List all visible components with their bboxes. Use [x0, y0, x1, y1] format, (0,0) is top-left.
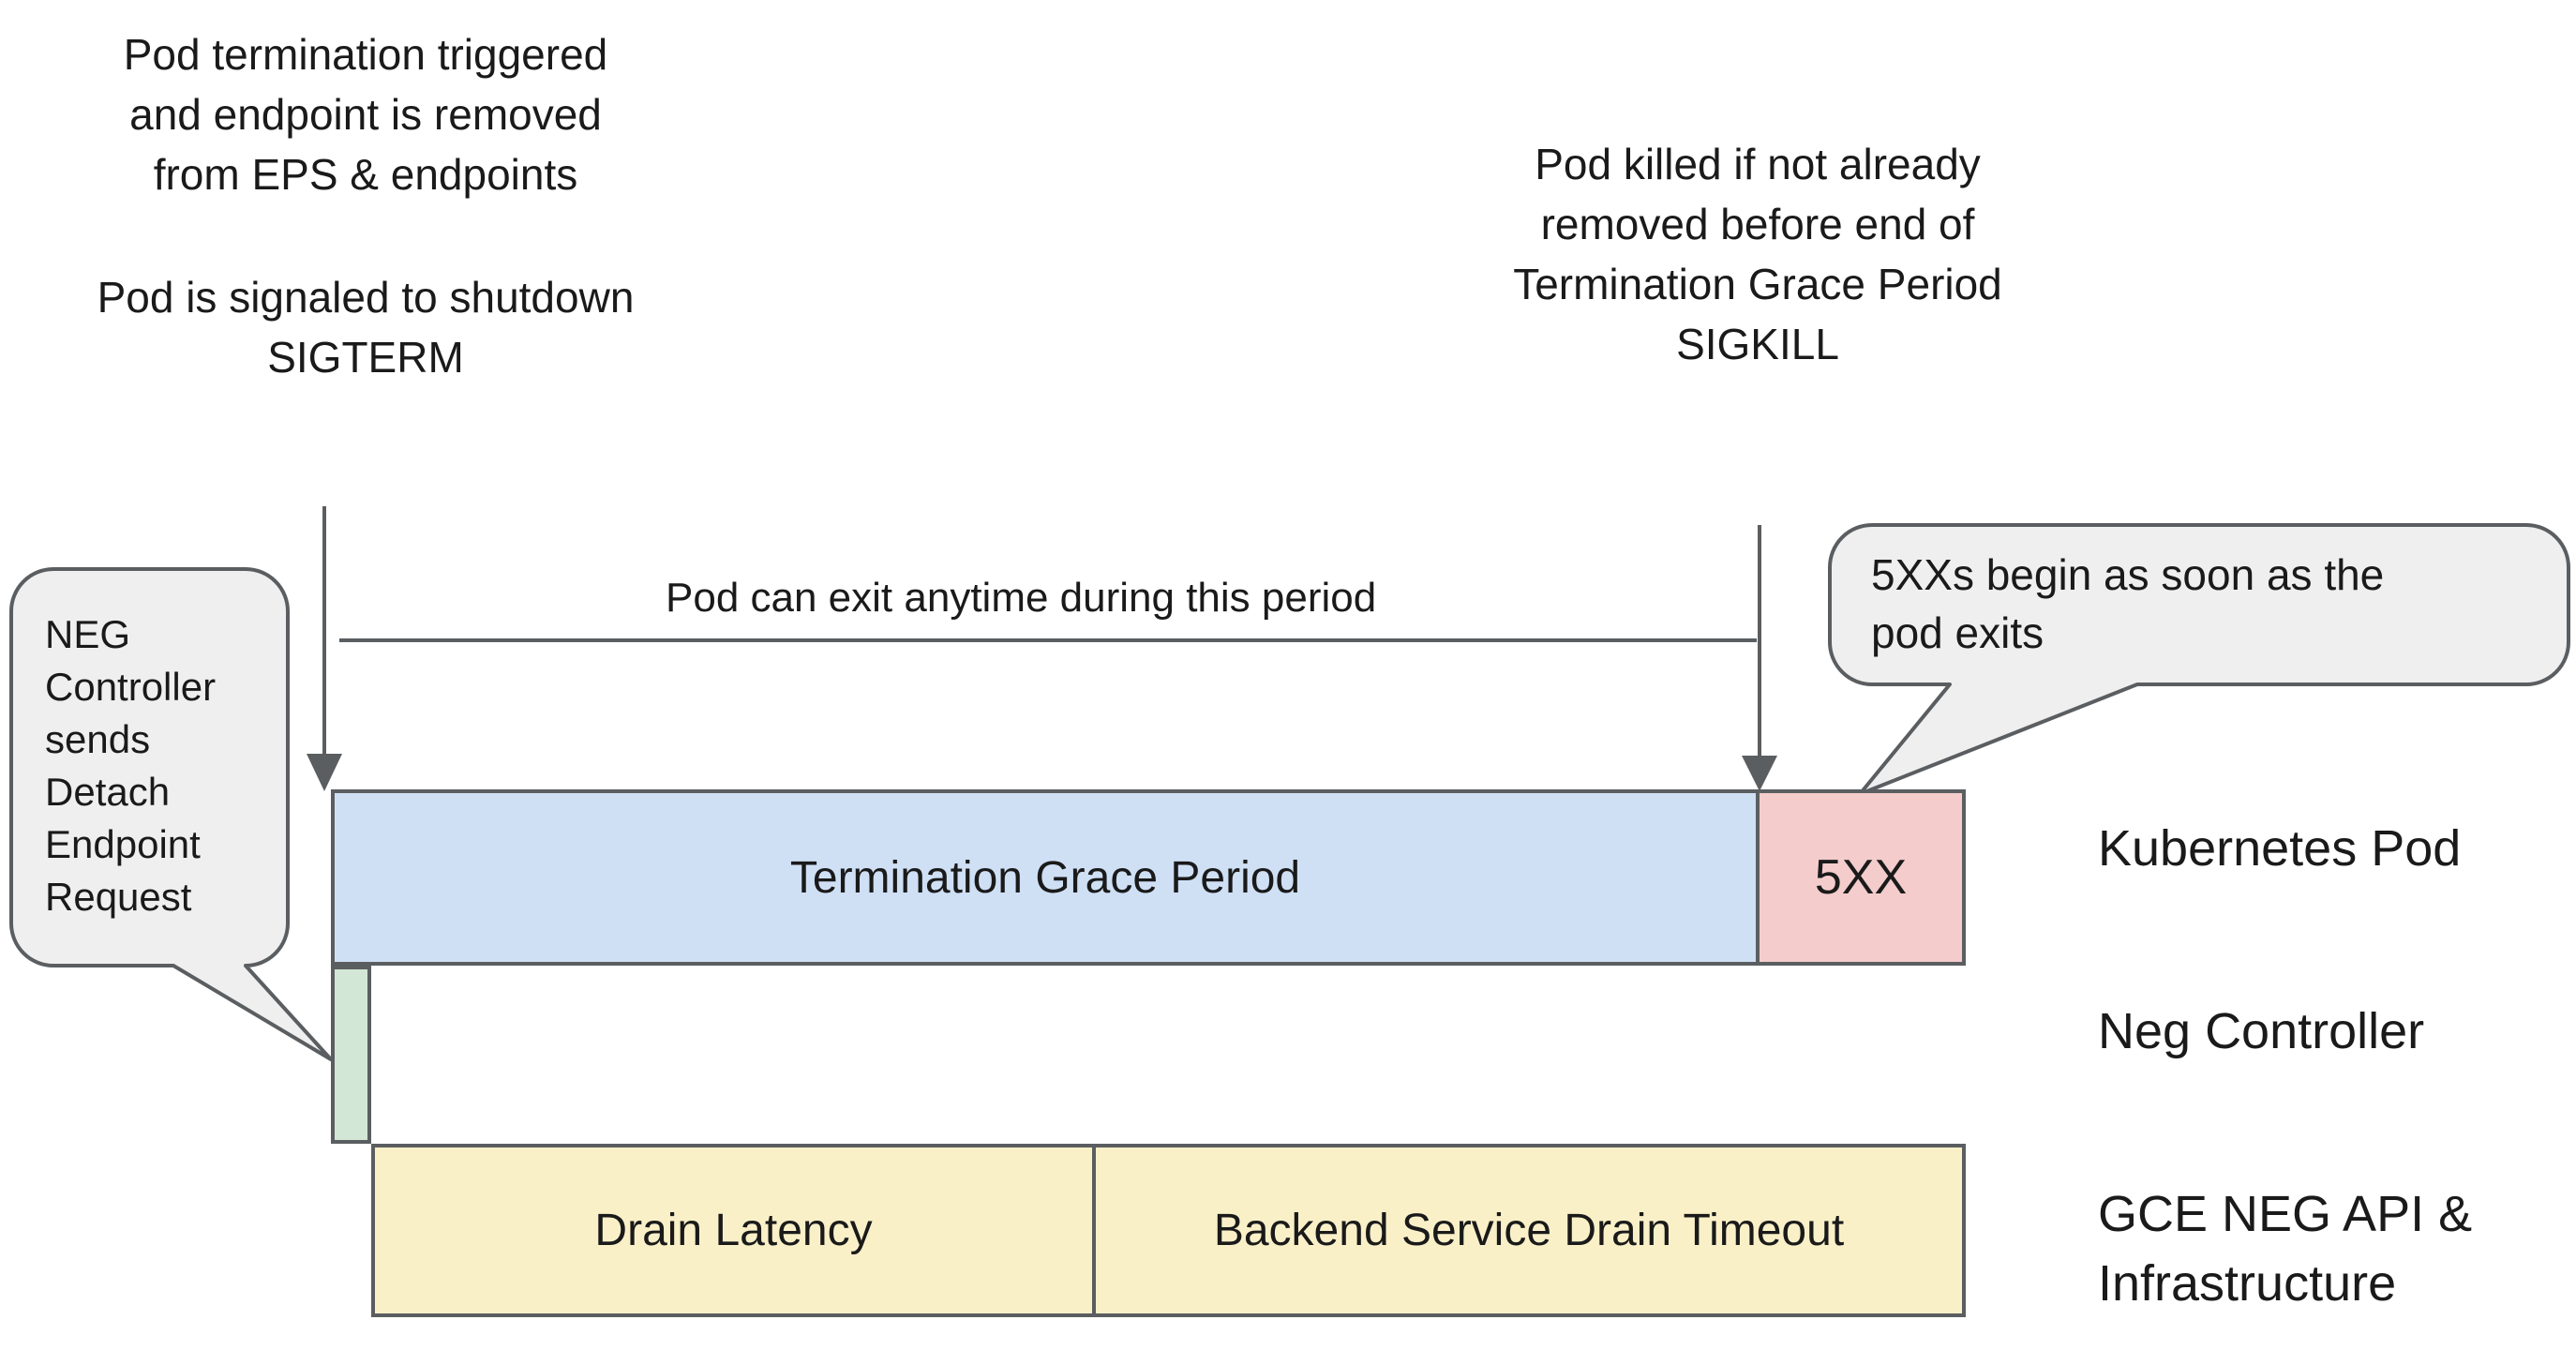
row-label-kubernetes-pod: Kubernetes Pod	[2098, 820, 2462, 877]
gce-bar-row: Drain Latency Backend Service Drain Time…	[371, 1144, 1966, 1317]
kubernetes-pod-bar-row: Termination Grace Period 5XX	[331, 789, 1966, 966]
drain-latency-label: Drain Latency	[594, 1206, 873, 1255]
row-label-line: GCE NEG API &	[2098, 1186, 2473, 1242]
annotation-line: Pod is signaled to shutdown	[97, 273, 635, 322]
annotation-line: SIGTERM	[267, 333, 464, 382]
backend-service-drain-timeout-label: Backend Service Drain Timeout	[1213, 1206, 1845, 1255]
annotation-line: Pod termination triggered	[123, 30, 608, 79]
annotation-line: Termination Grace Period	[1513, 260, 2002, 308]
pod-termination-annotation: Pod termination triggered and endpoint i…	[56, 24, 675, 204]
callout-line: 5XXs begin as soon as the	[1871, 550, 2385, 599]
callout-line: Endpoint	[45, 822, 201, 866]
annotation-line: from EPS & endpoints	[153, 150, 578, 199]
pod-signal-annotation: Pod is signaled to shutdown SIGTERM	[56, 267, 675, 387]
annotation-line: removed before end of	[1540, 200, 1975, 248]
five-xx-callout-text: 5XXs begin as soon as the pod exits	[1871, 546, 2384, 662]
termination-grace-period-bar: Termination Grace Period	[331, 789, 1760, 966]
neg-controller-bar-row	[331, 966, 371, 1144]
five-xx-label: 5XX	[1814, 850, 1908, 905]
neg-controller-callout-text: NEG Controller sends Detach Endpoint Req…	[45, 608, 216, 923]
sigterm-arrowhead-icon	[307, 754, 342, 791]
annotation-line: and endpoint is removed	[129, 90, 602, 139]
termination-grace-period-label: Termination Grace Period	[789, 852, 1301, 903]
annotation-line: SIGKILL	[1676, 320, 1839, 368]
row-label-line: Infrastructure	[2098, 1255, 2397, 1312]
callout-line: sends	[45, 717, 151, 761]
callout-line: pod exits	[1871, 608, 2044, 657]
row-label-gce: GCE NEG API & Infrastructure	[2098, 1179, 2472, 1318]
five-xx-bar: 5XX	[1760, 789, 1966, 966]
backend-service-drain-timeout-bar: Backend Service Drain Timeout	[1096, 1144, 1966, 1317]
annotation-line: Pod killed if not already	[1535, 140, 1981, 188]
drain-latency-bar: Drain Latency	[371, 1144, 1096, 1317]
callout-line: Controller	[45, 665, 217, 709]
exit-period-note: Pod can exit anytime during this period	[666, 575, 1377, 621]
row-label-neg-controller: Neg Controller	[2098, 1003, 2425, 1059]
detach-endpoint-bar	[331, 966, 371, 1144]
callout-line: Detach	[45, 770, 171, 814]
callout-line: Request	[45, 875, 192, 919]
callout-line: NEG	[45, 612, 131, 656]
sigkill-arrowhead-icon	[1742, 756, 1777, 791]
pod-killed-annotation: Pod killed if not already removed before…	[1430, 134, 2086, 374]
